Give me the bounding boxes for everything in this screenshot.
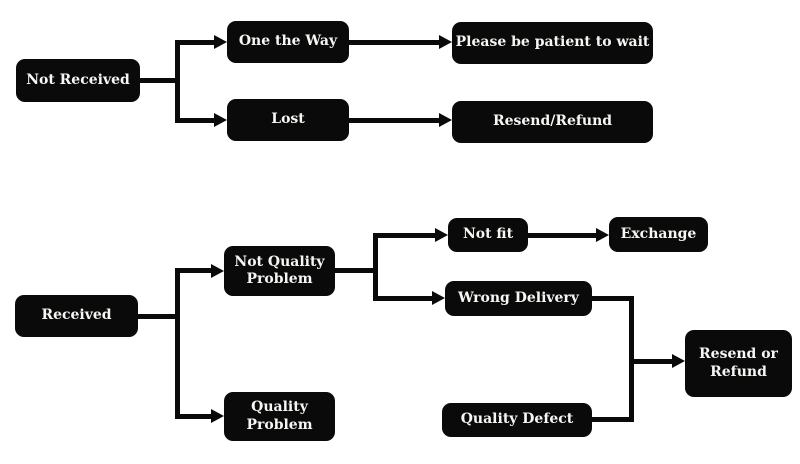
connector-segment — [335, 268, 378, 273]
node-exchange: Exchange — [609, 217, 708, 252]
connector-segment — [178, 118, 214, 123]
connector-segment — [138, 78, 180, 83]
arrowhead — [211, 264, 224, 278]
connector-segment — [178, 268, 211, 273]
connector-segment — [349, 40, 439, 45]
connector-segment — [178, 414, 211, 419]
node-please-be-patient: Please be patient to wait — [452, 22, 653, 64]
connector-segment — [592, 417, 634, 422]
connector-segment — [175, 40, 180, 123]
connector-segment — [378, 296, 432, 301]
connector-segment — [175, 268, 180, 419]
connector-segment — [528, 233, 596, 238]
connector-segment — [629, 359, 672, 364]
arrowhead — [435, 228, 448, 242]
arrowhead — [432, 291, 445, 305]
node-one-the-way: One the Way — [227, 21, 349, 63]
node-resend-refund: Resend/Refund — [452, 101, 653, 143]
node-not-fit: Not fit — [448, 218, 528, 252]
node-resend-or-refund: Resend or Refund — [685, 330, 792, 397]
node-wrong-delivery: Wrong Delivery — [445, 281, 592, 316]
node-not-received: Not Received — [16, 59, 140, 102]
node-quality-defect: Quality Defect — [442, 403, 592, 437]
arrowhead — [214, 113, 227, 127]
node-quality-problem: Quality Problem — [224, 392, 335, 441]
arrowhead — [214, 35, 227, 49]
connector-segment — [592, 296, 634, 301]
arrowhead — [596, 228, 609, 242]
connector-segment — [178, 40, 214, 45]
connector-segment — [349, 118, 439, 123]
connector-segment — [378, 233, 435, 238]
node-not-quality-problem: Not Quality Problem — [224, 246, 335, 296]
connector-segment — [138, 314, 180, 319]
node-received: Received — [15, 295, 138, 337]
arrowhead — [211, 409, 224, 423]
arrowhead — [439, 113, 452, 127]
connector-segment — [373, 233, 378, 301]
arrowhead — [672, 354, 685, 368]
arrowhead — [439, 35, 452, 49]
node-lost: Lost — [227, 99, 349, 141]
